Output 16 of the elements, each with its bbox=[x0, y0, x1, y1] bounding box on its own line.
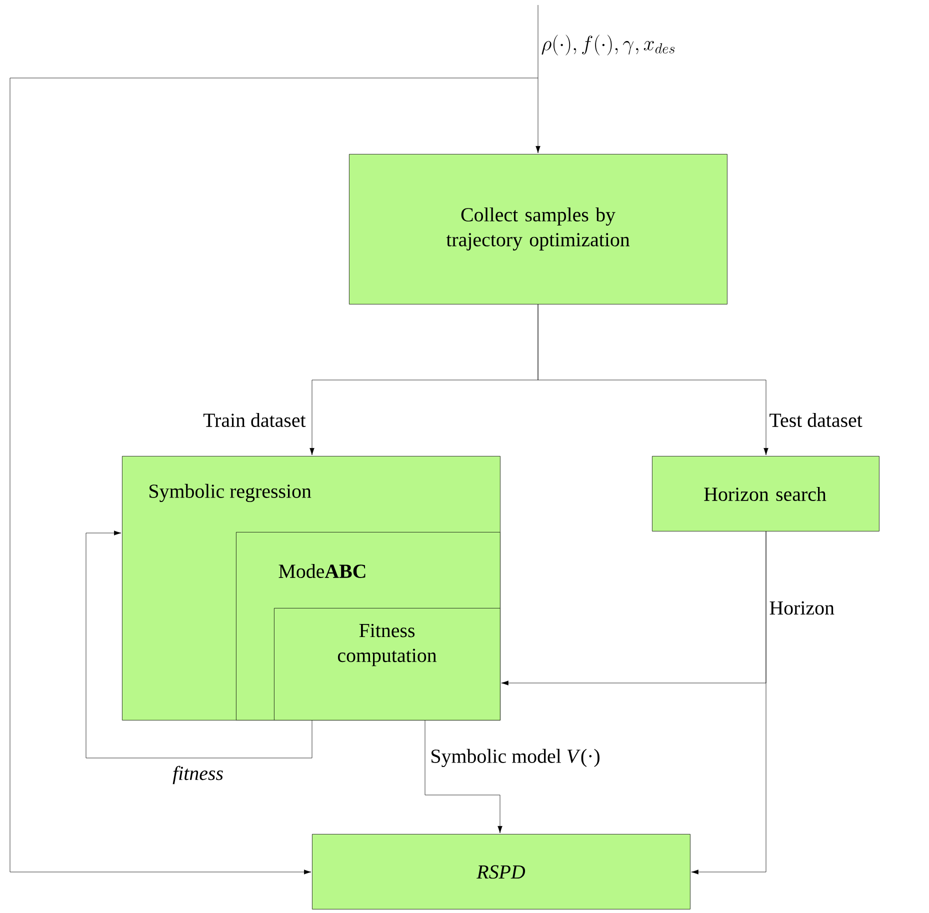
arrow bbox=[86, 530, 312, 758]
edge-label: Symbolic model V(·) bbox=[429, 748, 602, 768]
arrow bbox=[691, 531, 766, 874]
edge-label: fitness bbox=[172, 764, 224, 786]
arrow bbox=[536, 4, 540, 154]
process-box: Fitness computation bbox=[274, 608, 500, 720]
edge-label: Horizon bbox=[768, 600, 836, 616]
arrow bbox=[538, 304, 768, 456]
arrow bbox=[10, 78, 538, 874]
edge-label: Train dataset bbox=[202, 412, 307, 428]
edge-label: $\rho(\cdot), f(\cdot), \gamma, x_{des}$ bbox=[540, 34, 677, 56]
process-box: Collect samples by trajectory optimization bbox=[349, 154, 728, 304]
edge-label: Test dataset bbox=[768, 412, 864, 428]
process-box: Horizon search bbox=[652, 456, 880, 532]
arrow bbox=[424, 720, 502, 834]
output-box: RSPD bbox=[312, 834, 690, 910]
